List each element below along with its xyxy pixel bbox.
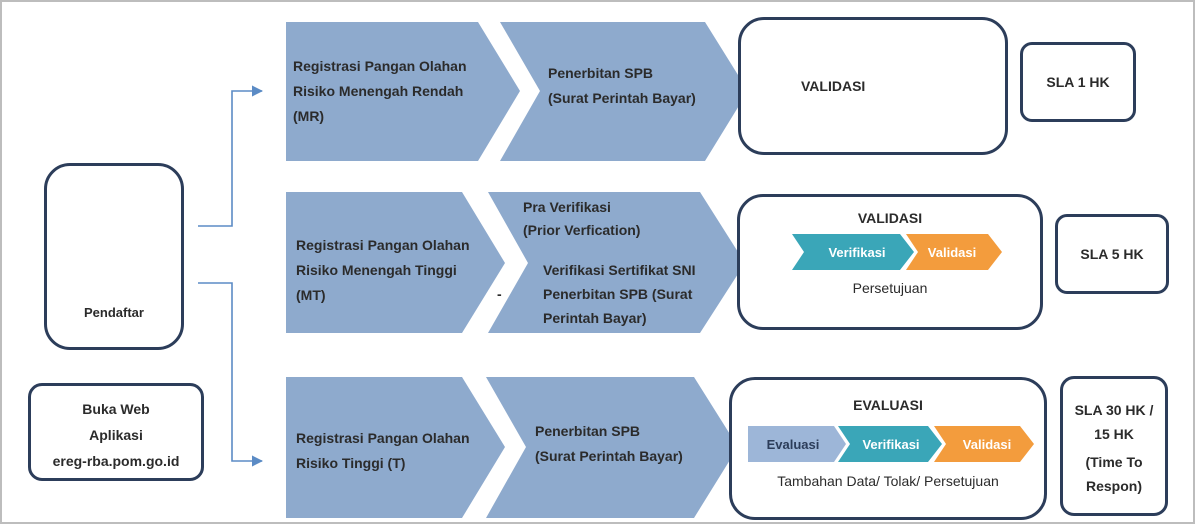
chevron-row1-step: [500, 22, 748, 161]
row3-flow-evaluasi: Evaluasi: [766, 436, 820, 452]
web-line-1: Buka Web: [82, 401, 150, 417]
chevron-row2-title: [286, 192, 505, 333]
row2-step-line1: Pra Verifikasi: [523, 199, 611, 215]
flow-validasi-shape: [906, 234, 1002, 270]
row2-step-dash: -: [497, 286, 502, 302]
row3-sla-line2: 15 HK: [1094, 426, 1134, 442]
row2-result-box: VALIDASI Verifikasi Validasi Persetujuan: [737, 194, 1043, 330]
row3-result-label: EVALUASI: [853, 397, 923, 413]
row1-step-line2: (Surat Perintah Bayar): [548, 90, 696, 106]
chevron-row3-step: [486, 377, 738, 518]
row1-result-label: VALIDASI: [801, 78, 866, 94]
row3-result-note: Tambahan Data/ Tolak/ Persetujuan: [777, 473, 999, 489]
row2-step-line3: Verifikasi Sertifikat SNI: [543, 262, 696, 278]
row2-step-line2: (Prior Verfication): [523, 222, 641, 238]
row3-title-line2: Risiko Tinggi (T): [296, 455, 406, 471]
row1-sla-box: SLA 1 HK: [1020, 42, 1136, 122]
row3-flow-validasi: Validasi: [962, 436, 1012, 452]
row2-step-line5: Perintah Bayar): [543, 310, 647, 326]
row1-title-line3: (MR): [293, 108, 325, 124]
web-box: Buka Web Aplikasi ereg-rba.pom.go.id: [28, 383, 204, 481]
chevron-row2-step: [488, 192, 745, 333]
row1-title-line2: Risiko Menengah Rendah: [293, 83, 464, 99]
row1-step-line1: Penerbitan SPB: [548, 65, 654, 81]
row2-result-label: VALIDASI: [857, 210, 923, 226]
row2-result-note: Persetujuan: [852, 280, 928, 296]
chevron-row1-title: [286, 22, 520, 161]
row3-title-line1: Registrasi Pangan Olahan: [296, 430, 470, 446]
row2-flow-verifikasi: Verifikasi: [828, 244, 886, 260]
row1-title-line1: Registrasi Pangan Olahan: [293, 58, 467, 74]
row1-result-box: VALIDASI: [738, 17, 1008, 155]
row2-title-line3: (MT): [296, 287, 326, 303]
flow-validasi-shape: [934, 426, 1034, 462]
row2-flow: [792, 234, 1002, 270]
row3-step-line1: Penerbitan SPB: [535, 423, 641, 439]
row3-sla-box: SLA 30 HK / 15 HK (Time To Respon): [1060, 376, 1168, 516]
user-box: Pendaftar: [44, 163, 184, 350]
row3-flow-verifikasi: Verifikasi: [862, 436, 920, 452]
row3-sla-line3: (Time To: [1085, 454, 1143, 470]
row3-sla-line1: SLA 30 HK /: [1074, 402, 1154, 418]
row1-sla-line1: SLA 1 HK: [1046, 74, 1110, 90]
row2-sla-box: SLA 5 HK: [1055, 214, 1169, 294]
row2-title-line2: Risiko Menengah Tinggi: [296, 262, 457, 278]
row3-step-line2: (Surat Perintah Bayar): [535, 448, 683, 464]
row2-title-line1: Registrasi Pangan Olahan: [296, 237, 470, 253]
flow-verifikasi-shape: [838, 426, 942, 462]
row2-step-line4: Penerbitan SPB (Surat: [543, 286, 693, 302]
flow-verifikasi-shape: [792, 234, 914, 270]
row2-sla-line1: SLA 5 HK: [1080, 246, 1144, 262]
arrow-to-t: [198, 282, 264, 467]
row3-result-box: EVALUASI Evaluasi Verifikasi Validasi Ta…: [729, 377, 1047, 520]
row3-sla-line4: Respon): [1086, 478, 1142, 494]
row3-flow: [748, 426, 1034, 462]
chevron-row3-title: [286, 377, 505, 518]
row2-flow-validasi: Validasi: [927, 244, 977, 260]
user-label: Pendaftar: [84, 305, 144, 320]
flow-evaluasi-shape: [748, 426, 846, 462]
web-line-3: ereg-rba.pom.go.id: [52, 453, 180, 469]
web-line-2: Aplikasi: [89, 427, 143, 443]
arrow-to-mr: [198, 85, 264, 227]
